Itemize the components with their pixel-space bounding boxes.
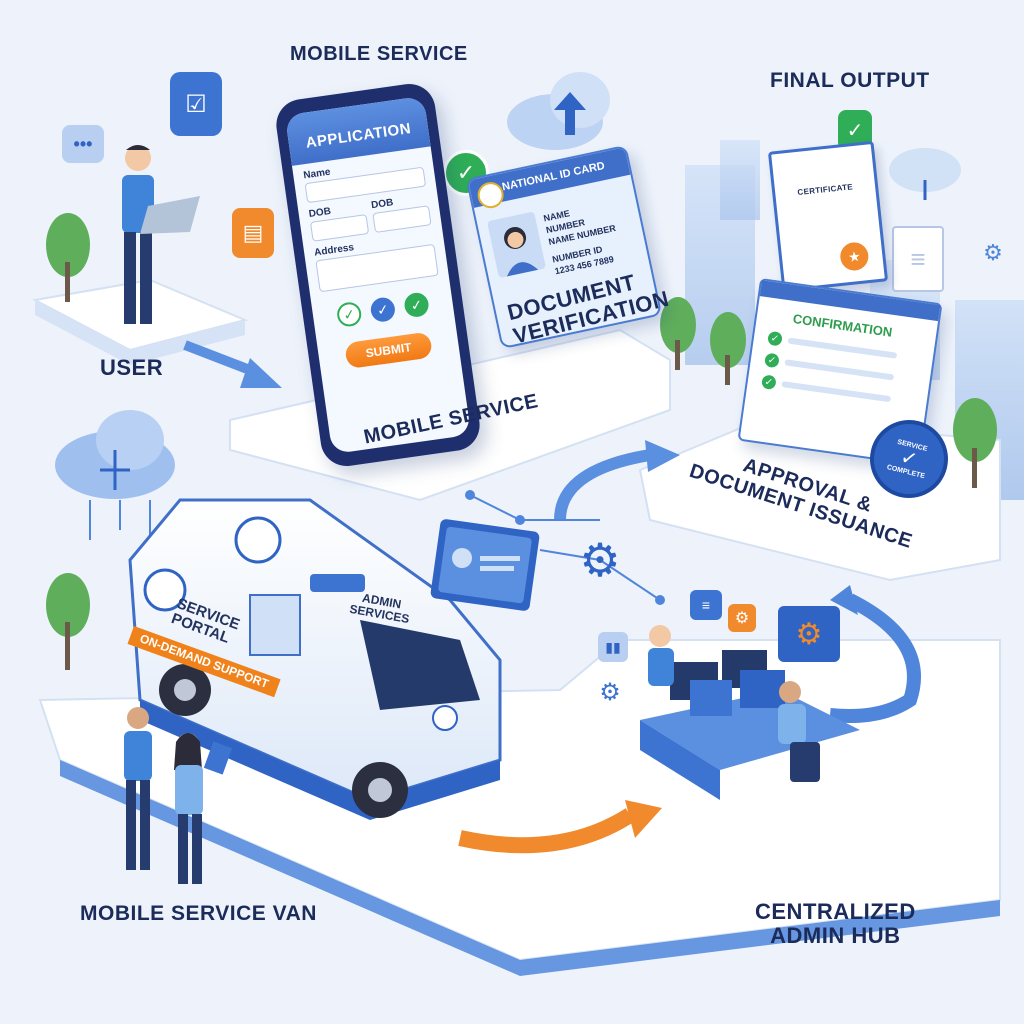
check-icon: ✓: [764, 352, 780, 369]
document-icon: ≡: [892, 226, 944, 292]
message-icon: ≡: [690, 590, 722, 620]
network-lines: [89, 490, 665, 605]
flow-arrow-up: [554, 449, 651, 521]
hub-gear-icon: ⚙: [599, 678, 621, 706]
flow-arrow-user: [183, 340, 257, 377]
citizens-with-tablet: [124, 707, 233, 884]
gears-screen-icon: ⚙: [778, 606, 840, 662]
certificate-title: CERTIFICATE: [797, 182, 854, 198]
user-person-laptop: [122, 145, 200, 324]
check-blue-icon: ✓: [369, 296, 397, 324]
checklist-icon: ☑: [170, 72, 222, 136]
gear-icon: ⚙: [579, 534, 621, 586]
admin-hub-workstations: [640, 625, 860, 800]
label-user: USER: [100, 355, 164, 380]
certificate-document: CERTIFICATE ★: [767, 140, 889, 293]
label-final-output: FINAL OUTPUT: [770, 69, 930, 92]
cloud-download-icon: [889, 148, 961, 200]
flow-arrow-hub: [829, 593, 921, 723]
flow-arrow-orange: [458, 808, 635, 854]
label-centralized-admin-hub: CENTRALIZED ADMIN HUB: [755, 899, 916, 948]
label-mobile-service-van: MOBILE SERVICE VAN: [80, 902, 317, 925]
profile-screen: [430, 519, 540, 611]
trees: [46, 213, 997, 670]
form-checks: ✓ ✓ ✓: [312, 288, 454, 331]
check-green-icon: ✓: [402, 291, 431, 319]
cloud-upload-icon: [507, 72, 610, 150]
check-icon: ✓: [767, 330, 783, 347]
document-message-icon: ▤: [232, 208, 274, 258]
mobile-service-van: [128, 498, 502, 820]
national-id-card: NATIONAL ID CARD NAME NUMBER NAME NUMBER…: [465, 144, 663, 350]
chat-bubble-icon: •••: [62, 125, 104, 163]
check-icon: ✓: [760, 374, 777, 391]
bar-chart-icon: ▮▮: [598, 632, 628, 662]
small-gear-icon: ⚙: [983, 240, 1003, 265]
cloud-network-icon: [55, 410, 175, 499]
id-photo: [487, 211, 547, 279]
label-mobile-service-top: MOBILE SERVICE: [290, 43, 468, 65]
settings-chat-icon: ⚙: [728, 604, 756, 632]
submit-button[interactable]: SUBMIT: [344, 331, 433, 370]
check-outline-icon: ✓: [335, 300, 363, 328]
award-ribbon-icon: ★: [838, 241, 870, 272]
